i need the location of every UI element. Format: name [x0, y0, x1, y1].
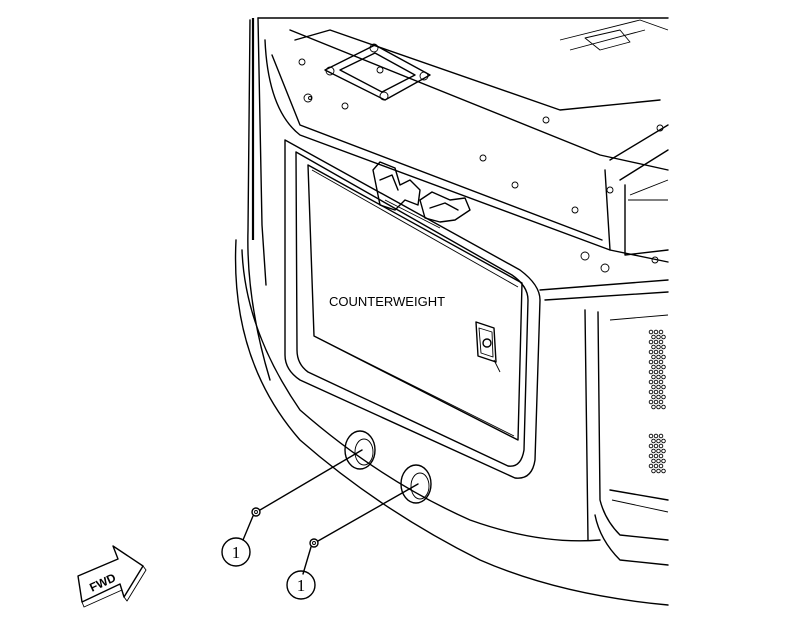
grille-dot — [656, 384, 661, 390]
grille-dot — [648, 379, 654, 385]
grille-dot — [656, 364, 661, 370]
grille-dot — [656, 334, 661, 340]
callout-1b: 1 — [286, 570, 316, 600]
grille-dot — [653, 389, 659, 395]
latch-icon — [475, 321, 501, 373]
grille-dot — [648, 389, 654, 395]
grille-dot — [653, 443, 659, 449]
grille-dot — [656, 354, 661, 360]
grille-dot — [651, 394, 656, 400]
grille-dot — [648, 339, 654, 345]
grille-dot — [656, 374, 661, 380]
grille-dot — [648, 369, 654, 375]
grille-dot — [656, 404, 661, 410]
mounting-holes — [344, 430, 432, 504]
grille-dot — [658, 359, 664, 365]
grille-dot — [651, 404, 656, 410]
grille-dot — [653, 359, 659, 365]
bolt-icon — [251, 507, 319, 548]
grille-dot — [653, 339, 659, 345]
grille-dot — [653, 463, 659, 469]
grille-dot — [648, 443, 654, 449]
grille-dot — [661, 384, 666, 390]
grille-dot — [648, 349, 654, 355]
grille-dot — [658, 389, 664, 395]
grille-dot — [648, 399, 654, 405]
fwd-label: FWD — [87, 570, 118, 594]
grille-dot — [651, 354, 656, 360]
callout-1a-number: 1 — [232, 543, 241, 562]
grille-dot — [656, 448, 661, 454]
grille-dot — [661, 334, 666, 340]
grille-dot — [648, 329, 654, 335]
grille-dot — [658, 339, 664, 345]
grille-dot — [653, 453, 659, 459]
deck-bolts — [298, 58, 664, 273]
grille-dot — [656, 394, 661, 400]
grille-dot — [653, 349, 659, 355]
lift-brackets — [372, 161, 471, 229]
grille-dot — [658, 379, 664, 385]
grille-dot — [651, 458, 656, 464]
grille-dot — [651, 364, 656, 370]
grille-dot — [658, 463, 664, 469]
grille-dot — [651, 374, 656, 380]
callout-1b-number: 1 — [297, 576, 306, 595]
grille-dot — [658, 329, 664, 335]
grille-dot — [661, 468, 666, 474]
grille-dot — [651, 344, 656, 350]
grille-dot — [661, 364, 666, 370]
grille-dot — [661, 438, 666, 444]
machine-body — [234, 17, 669, 606]
grille-dot — [653, 433, 659, 439]
grille-dot — [656, 468, 661, 474]
grille-dot — [658, 369, 664, 375]
grille-dot — [658, 443, 664, 449]
grille-dot — [651, 384, 656, 390]
fwd-arrow-icon: FWD — [77, 545, 147, 608]
grille-dot — [661, 344, 666, 350]
leader-lines — [242, 449, 419, 575]
grille-dot — [658, 399, 664, 405]
callout-1a: 1 — [221, 537, 251, 567]
grille-dot — [651, 334, 656, 340]
grille — [648, 329, 666, 474]
grille-dot — [653, 399, 659, 405]
counterweight-label: COUNTERWEIGHT — [329, 294, 445, 309]
grille-dot — [658, 349, 664, 355]
grille-dot — [651, 448, 656, 454]
counterweight-frame — [284, 139, 541, 479]
grille-dot — [656, 438, 661, 444]
grille-dot — [651, 438, 656, 444]
grille-dot — [653, 369, 659, 375]
grille-dot — [656, 344, 661, 350]
grille-dot — [661, 448, 666, 454]
grille-dot — [661, 374, 666, 380]
grille-dot — [648, 359, 654, 365]
grille-dot — [661, 458, 666, 464]
grille-dot — [658, 433, 664, 439]
grille-dot — [648, 453, 654, 459]
grille-dot — [661, 354, 666, 360]
grille-dot — [658, 453, 664, 459]
grille-dot — [648, 463, 654, 469]
grille-dot — [648, 433, 654, 439]
grille-dot — [656, 458, 661, 464]
grille-dot — [661, 394, 666, 400]
access-plate — [324, 43, 431, 101]
grille-dot — [661, 404, 666, 410]
grille-dot — [653, 329, 659, 335]
grille-dot — [653, 379, 659, 385]
grille-dot — [651, 468, 656, 474]
